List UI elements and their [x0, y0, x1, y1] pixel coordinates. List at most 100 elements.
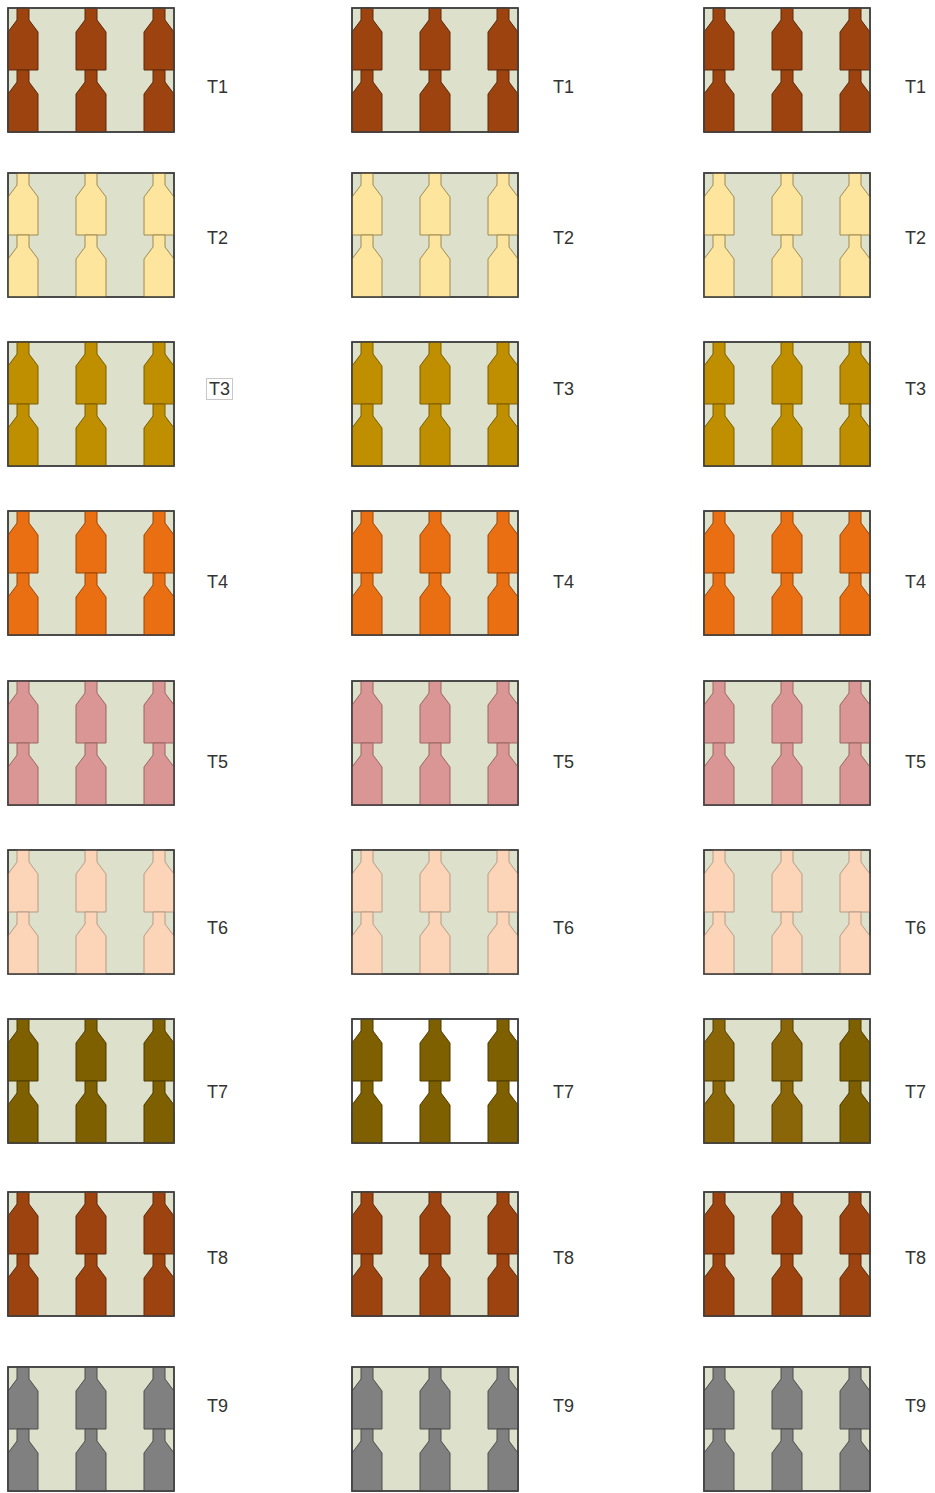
bottle-icon: [488, 511, 518, 573]
bottle-icon: [352, 235, 382, 297]
bottle-tray: [351, 1191, 519, 1317]
treatment-label: T9: [553, 1396, 574, 1417]
bottle-icon: [840, 511, 870, 573]
bottle-icon: [772, 1081, 802, 1143]
bottle-tray: [7, 510, 175, 636]
bottle-tray-box: T1: [703, 7, 869, 131]
bottle-icon: [488, 173, 518, 235]
bottle-icon: [488, 70, 518, 132]
bottle-tray-box: T4: [351, 510, 517, 634]
bottle-icon: [144, 511, 174, 573]
bottle-tray: [7, 1018, 175, 1144]
bottle-icon: [772, 681, 802, 743]
bottle-tray: [703, 172, 871, 298]
treatment-label: T4: [207, 572, 228, 593]
bottle-tray-box: T8: [703, 1191, 869, 1315]
bottle-tray: [351, 1018, 519, 1144]
bottle-icon: [144, 912, 174, 974]
bottle-icon: [76, 173, 106, 235]
bottle-icon: [772, 511, 802, 573]
bottle-icon: [420, 1192, 450, 1254]
bottle-icon: [704, 681, 734, 743]
bottle-icon: [704, 912, 734, 974]
bottle-icon: [488, 342, 518, 404]
bottle-icon: [76, 681, 106, 743]
bottle-icon: [144, 404, 174, 466]
treatment-label: T2: [207, 228, 228, 249]
treatment-label: T8: [553, 1248, 574, 1269]
bottle-icon: [772, 1367, 802, 1429]
bottle-icon: [704, 8, 734, 70]
bottle-icon: [420, 173, 450, 235]
bottle-icon: [144, 1019, 174, 1081]
bottle-icon: [840, 743, 870, 805]
bottle-icon: [8, 850, 38, 912]
bottle-icon: [840, 1429, 870, 1491]
bottle-tray: [351, 341, 519, 467]
bottle-icon: [144, 342, 174, 404]
bottle-icon: [704, 1254, 734, 1316]
bottle-icon: [8, 743, 38, 805]
bottle-icon: [772, 342, 802, 404]
treatment-label: T1: [553, 77, 574, 98]
bottle-icon: [8, 1254, 38, 1316]
bottle-icon: [772, 404, 802, 466]
bottle-icon: [704, 1192, 734, 1254]
bottle-icon: [704, 235, 734, 297]
bottle-icon: [8, 342, 38, 404]
bottle-icon: [8, 404, 38, 466]
treatment-label: T3: [553, 379, 574, 400]
bottle-icon: [420, 1367, 450, 1429]
bottle-tray: [351, 172, 519, 298]
bottle-icon: [488, 235, 518, 297]
bottle-tray: [7, 680, 175, 806]
bottle-icon: [420, 70, 450, 132]
bottle-icon: [772, 70, 802, 132]
bottle-tray: [703, 1191, 871, 1317]
bottle-icon: [840, 8, 870, 70]
treatment-label: T9: [207, 1396, 228, 1417]
bottle-icon: [772, 1192, 802, 1254]
bottle-icon: [840, 235, 870, 297]
bottle-icon: [420, 1429, 450, 1491]
bottle-icon: [704, 70, 734, 132]
bottle-tray: [703, 341, 871, 467]
bottle-tray-box: T4: [7, 510, 173, 634]
treatment-label: T6: [553, 918, 574, 939]
treatment-label: T5: [553, 752, 574, 773]
bottle-icon: [8, 1081, 38, 1143]
bottle-icon: [352, 912, 382, 974]
bottle-icon: [8, 8, 38, 70]
bottle-tray-box: T6: [7, 849, 173, 973]
bottle-icon: [352, 342, 382, 404]
bottle-tray-box: T3: [7, 341, 173, 465]
bottle-icon: [420, 1019, 450, 1081]
bottle-tray-box: T3: [351, 341, 517, 465]
bottle-icon: [772, 573, 802, 635]
bottle-icon: [488, 8, 518, 70]
bottle-tray-box: T6: [703, 849, 869, 973]
bottle-icon: [76, 850, 106, 912]
bottle-tray: [7, 341, 175, 467]
bottle-icon: [488, 743, 518, 805]
bottle-icon: [352, 404, 382, 466]
treatment-label: T9: [905, 1396, 926, 1417]
bottle-tray: [351, 680, 519, 806]
bottle-icon: [352, 8, 382, 70]
bottle-tray-box: T1: [351, 7, 517, 131]
bottle-icon: [8, 1019, 38, 1081]
bottle-tray: [7, 1366, 175, 1492]
bottle-icon: [352, 1429, 382, 1491]
bottle-tray-box: T9: [7, 1366, 173, 1490]
bottle-icon: [76, 235, 106, 297]
bottle-icon: [840, 173, 870, 235]
bottle-icon: [76, 743, 106, 805]
bottle-icon: [488, 681, 518, 743]
bottle-icon: [352, 681, 382, 743]
bottle-icon: [144, 1367, 174, 1429]
treatment-label: T8: [905, 1248, 926, 1269]
bottle-icon: [76, 912, 106, 974]
bottle-icon: [420, 235, 450, 297]
treatment-label: T5: [905, 752, 926, 773]
bottle-icon: [144, 850, 174, 912]
